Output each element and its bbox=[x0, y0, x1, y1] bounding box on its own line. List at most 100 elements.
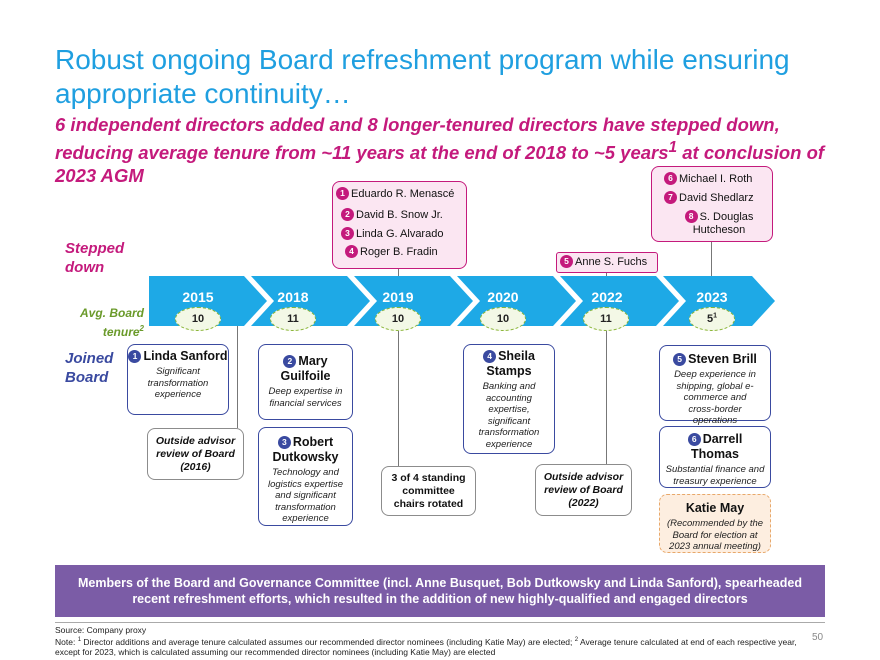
director-name: Robert Dutkowsky bbox=[272, 435, 339, 464]
connector-line bbox=[606, 271, 607, 278]
joined-board-label: Joined Board bbox=[65, 350, 114, 386]
footnote: Note: 1 Director additions and average t… bbox=[55, 635, 815, 657]
governance-banner: Members of the Board and Governance Comm… bbox=[55, 565, 825, 617]
director-name: Mary Guilfoile bbox=[280, 354, 331, 383]
nominee-card: Katie May (Recommended by the Board for … bbox=[659, 494, 771, 553]
director-number-badge: 4 bbox=[483, 350, 497, 363]
year-label: 2019 bbox=[382, 289, 414, 305]
director-name: David B. Snow Jr. bbox=[356, 209, 443, 221]
stepped-down-label: Stepped down bbox=[65, 240, 125, 276]
tenure-badge: 11 bbox=[270, 307, 316, 331]
director-name: Anne S. Fuchs bbox=[575, 256, 648, 268]
footnote-text: Director additions and average tenure ca… bbox=[81, 636, 575, 647]
director-description: Banking and accounting expertise, signif… bbox=[478, 381, 540, 450]
avg-tenure-footnote-marker: 2 bbox=[139, 324, 144, 333]
director-name: Sheila Stamps bbox=[486, 349, 535, 378]
tenure-badge: 11 bbox=[583, 307, 629, 331]
connector-line bbox=[606, 326, 607, 466]
event-box-advisor-review-2022: Outside advisor review of Board (2022) bbox=[535, 464, 632, 516]
director-description: Deep experience in shipping, global e-co… bbox=[674, 369, 756, 426]
director-description: Significant transformation experience bbox=[147, 366, 209, 400]
year-label: 2020 bbox=[487, 289, 519, 305]
footer-divider bbox=[55, 622, 825, 623]
director-name: Linda Sanford bbox=[143, 349, 228, 363]
director-number-badge: 7 bbox=[664, 191, 677, 204]
page-number: 50 bbox=[812, 632, 824, 643]
director-number-badge: 6 bbox=[687, 433, 701, 446]
tenure-footnote-marker: 1 bbox=[713, 312, 718, 320]
subtitle-text-end: at conclusion of 2023 AGM bbox=[55, 142, 825, 187]
director-number-badge: 5 bbox=[560, 255, 573, 268]
director-name: Darrell Thomas bbox=[691, 432, 743, 461]
event-box-advisor-review-2016: Outside advisor review of Board (2016) bbox=[147, 428, 244, 480]
nominee-name: Katie May bbox=[685, 501, 745, 515]
connector-line bbox=[398, 268, 399, 278]
subtitle-footnote-marker: 1 bbox=[668, 139, 678, 156]
director-name: David Shedlarz bbox=[679, 192, 754, 204]
event-box-chairs-rotated: 3 of 4 standing committee chairs rotated bbox=[381, 466, 476, 516]
connector-line bbox=[398, 326, 399, 468]
tenure-badge: 51 bbox=[689, 307, 735, 331]
director-name: Michael I. Roth bbox=[679, 173, 753, 185]
tenure-value: 5 bbox=[706, 313, 714, 325]
director-name: Steven Brill bbox=[688, 352, 757, 366]
director-description: Deep expertise in financial services bbox=[268, 386, 343, 409]
connector-line bbox=[237, 326, 238, 428]
avg-tenure-label: Avg. Board tenure2 bbox=[60, 306, 144, 340]
director-number-badge: 8 bbox=[684, 210, 698, 223]
director-number-badge: 3 bbox=[341, 227, 354, 240]
director-number-badge: 6 bbox=[664, 172, 677, 185]
page-title: Robust ongoing Board refreshment program… bbox=[55, 44, 790, 109]
year-label: 2015 bbox=[182, 289, 214, 305]
director-number-badge: 5 bbox=[673, 353, 687, 366]
year-label: 2018 bbox=[277, 289, 309, 305]
director-description: Substantial finance and treasury experie… bbox=[665, 464, 765, 487]
tenure-badge: 10 bbox=[480, 307, 526, 331]
source-note: Source: Company proxy bbox=[55, 625, 147, 635]
footnote-prefix: Note: bbox=[55, 636, 78, 647]
director-number-badge: 3 bbox=[277, 436, 291, 449]
avg-tenure-text: Avg. Board tenure bbox=[79, 306, 144, 339]
director-name: Roger B. Fradin bbox=[360, 246, 438, 258]
footnote-marker: 2 bbox=[574, 637, 579, 643]
governance-banner-text: Members of the Board and Governance Comm… bbox=[78, 576, 802, 606]
director-number-badge: 2 bbox=[283, 355, 297, 368]
director-description: Technology and logistics expertise and s… bbox=[268, 467, 343, 524]
director-number-badge: 1 bbox=[128, 350, 142, 363]
tenure-badge: 10 bbox=[175, 307, 221, 331]
director-name: S. Douglas Hutcheson bbox=[692, 211, 754, 236]
footnote-marker: 1 bbox=[77, 637, 82, 643]
tenure-badge: 10 bbox=[375, 307, 421, 331]
stepped-down-box-2022 bbox=[556, 252, 658, 273]
year-label: 2022 bbox=[591, 289, 623, 305]
connector-line bbox=[711, 240, 712, 278]
director-name: Linda G. Alvarado bbox=[356, 228, 444, 240]
footnote-text: Average tenure calculated at end of each… bbox=[55, 636, 797, 657]
year-label: 2023 bbox=[696, 289, 728, 305]
page-subtitle: 6 independent directors added and 8 long… bbox=[55, 113, 855, 187]
director-number-badge: 2 bbox=[341, 208, 354, 221]
director-number-badge: 1 bbox=[336, 187, 349, 200]
director-number-badge: 4 bbox=[345, 245, 358, 258]
director-name: Eduardo R. Menascé bbox=[351, 188, 455, 200]
